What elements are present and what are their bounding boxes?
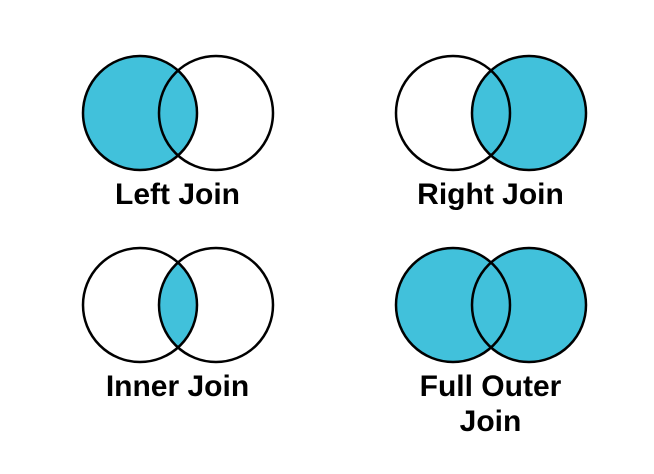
full-outer-join-label: Full Outer Join	[419, 370, 562, 438]
venn-cell-left-join: Left Join	[0, 0, 327, 237]
venn-diagram-right-join-icon	[394, 54, 587, 172]
intersection-region	[471, 262, 510, 348]
intersection-region	[158, 70, 197, 156]
left-circle-outline	[81, 246, 198, 364]
intersection-region	[158, 262, 197, 348]
right-circle-outline	[470, 246, 587, 364]
right-circle-outline	[157, 246, 274, 364]
left-circle-outline	[394, 246, 511, 364]
left-circle-outline	[81, 54, 198, 172]
right-join-label: Right Join	[417, 178, 564, 211]
venn-cell-full-outer-join: Full Outer Join	[327, 237, 654, 474]
right-circle-outline	[470, 54, 587, 172]
right-circle-outline	[157, 54, 274, 172]
venn-diagram-full-outer-join-icon	[394, 246, 587, 364]
venn-cell-inner-join: Inner Join	[0, 237, 327, 474]
left-join-label: Left Join	[115, 178, 240, 211]
venn-diagram-left-join-icon	[81, 54, 274, 172]
inner-join-label: Inner Join	[105, 370, 250, 403]
venn-cell-right-join: Right Join	[327, 0, 654, 237]
left-circle-outline	[394, 54, 511, 172]
venn-diagram-inner-join-icon	[81, 246, 274, 364]
intersection-region	[471, 70, 510, 156]
